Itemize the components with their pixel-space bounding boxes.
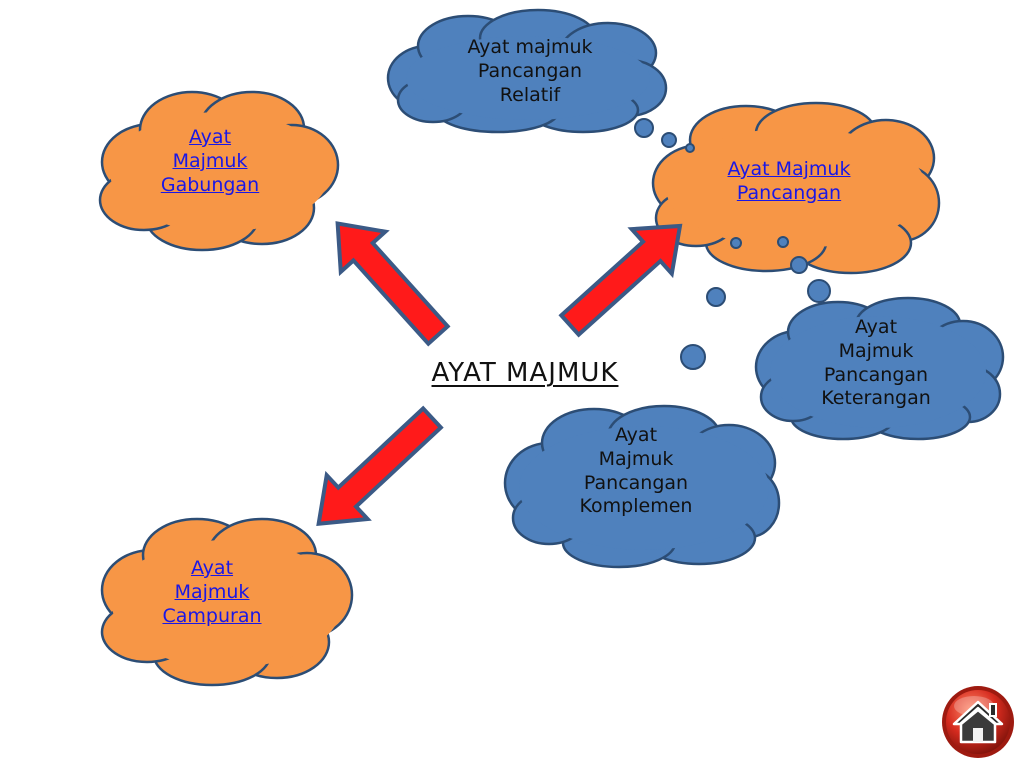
node-gabungan-line-3[interactable]: Gabungan bbox=[160, 173, 260, 196]
node-keterangan-line-3: Pancangan bbox=[823, 363, 929, 386]
node-pancangan-line-2[interactable]: Pancangan bbox=[736, 181, 842, 204]
node-relatif-line-3: Relatif bbox=[499, 83, 561, 106]
node-keterangan: Ayat Majmuk Pancangan Keterangan bbox=[794, 316, 958, 411]
node-komplemen: Ayat Majmuk Pancangan Komplemen bbox=[554, 424, 718, 519]
node-pancangan-line-1[interactable]: Ayat Majmuk bbox=[727, 158, 851, 180]
thought-bubbles-pancangan bbox=[680, 236, 831, 370]
node-gabungan[interactable]: Ayat Majmuk Gabungan bbox=[140, 126, 280, 197]
node-campuran-line-2[interactable]: Majmuk bbox=[174, 580, 250, 603]
node-komplemen-line-4: Komplemen bbox=[579, 495, 693, 518]
node-relatif-line-2: Pancangan bbox=[477, 59, 583, 82]
node-relatif: Ayat majmuk Pancangan Relatif bbox=[430, 36, 630, 107]
cloud-komplemen bbox=[503, 404, 781, 569]
thought-bubbles-relatif bbox=[634, 118, 695, 153]
cloud-gabungan bbox=[98, 90, 340, 252]
node-komplemen-line-2: Majmuk bbox=[598, 447, 674, 470]
node-keterangan-line-2: Majmuk bbox=[838, 339, 914, 362]
center-title: AYAT MAJMUK bbox=[431, 358, 619, 388]
node-campuran-line-1[interactable]: Ayat bbox=[190, 557, 234, 579]
arrow-to-campuran bbox=[316, 405, 444, 526]
node-komplemen-line-1: Ayat bbox=[614, 424, 658, 446]
node-gabungan-line-2[interactable]: Majmuk bbox=[172, 149, 248, 172]
arrow-to-gabungan bbox=[335, 221, 451, 347]
node-komplemen-line-3: Pancangan bbox=[583, 471, 689, 494]
node-keterangan-line-4: Keterangan bbox=[821, 387, 931, 410]
node-gabungan-line-1[interactable]: Ayat bbox=[188, 126, 232, 148]
node-campuran[interactable]: Ayat Majmuk Campuran bbox=[142, 557, 282, 628]
node-keterangan-line-1: Ayat bbox=[854, 316, 898, 338]
node-relatif-line-1: Ayat majmuk bbox=[467, 36, 593, 58]
node-pancangan[interactable]: Ayat Majmuk Pancangan bbox=[700, 158, 878, 206]
home-button[interactable] bbox=[940, 684, 1016, 760]
arrow-to-pancangan bbox=[558, 223, 683, 338]
cloud-relatif bbox=[386, 8, 668, 134]
cloud-keterangan bbox=[754, 296, 1005, 441]
home-icon bbox=[942, 686, 1014, 758]
cloud-campuran bbox=[100, 517, 354, 687]
node-campuran-line-3[interactable]: Campuran bbox=[162, 604, 262, 627]
